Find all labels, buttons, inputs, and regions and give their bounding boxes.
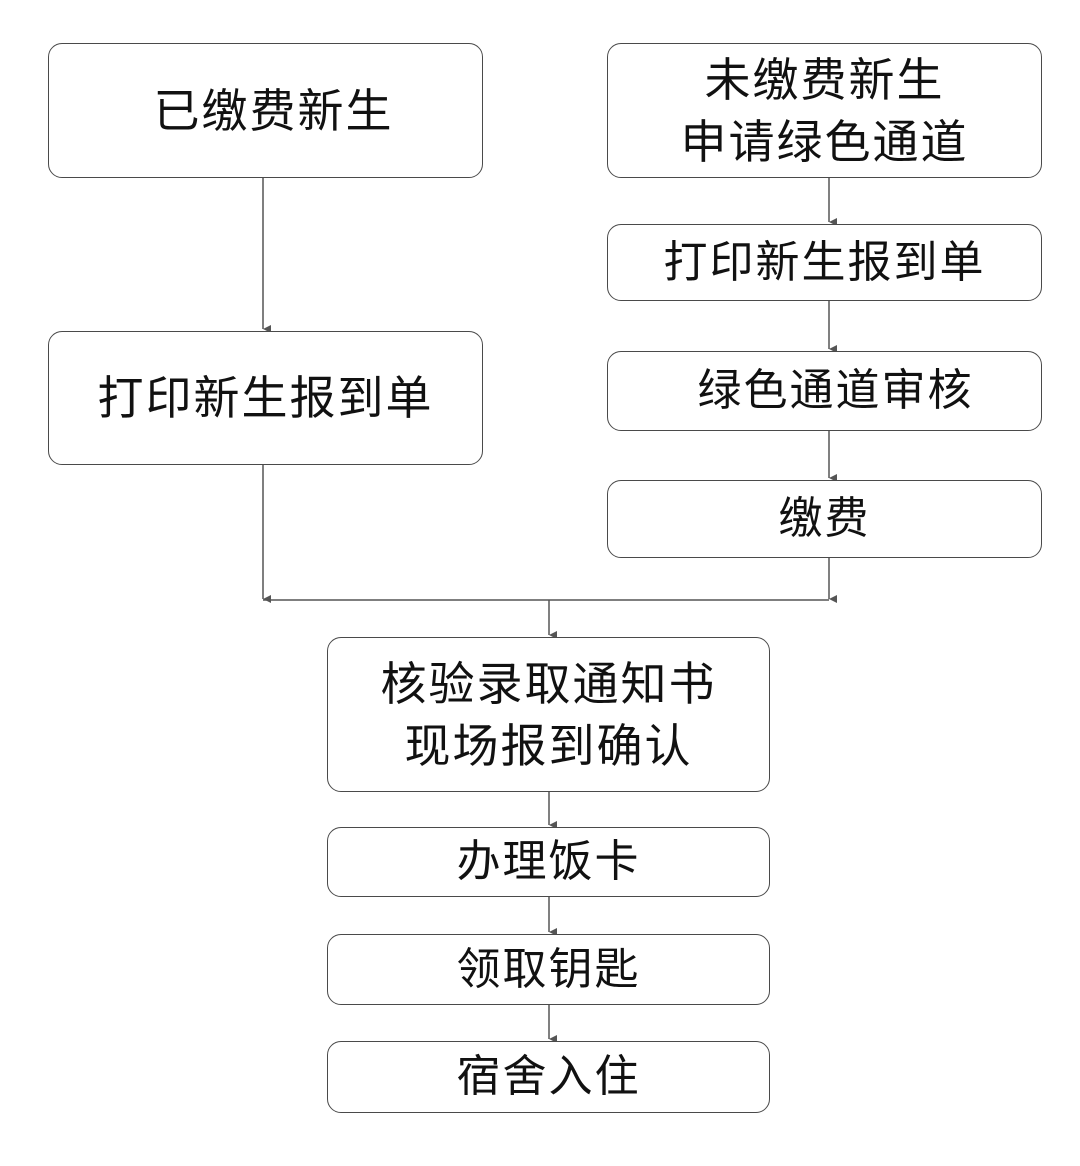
node-print-registration-form-left-label: 打印新生报到单 (97, 371, 434, 425)
node-verify-admission-notice-line2: 现场报到确认 (404, 718, 693, 773)
node-green-channel-review-label: 绿色通道审核 (697, 365, 974, 416)
node-meal-card-label: 办理饭卡 (456, 836, 641, 887)
node-verify-admission-notice: 核验录取通知书 现场报到确认 (327, 637, 770, 792)
node-paid-new-student: 已缴费新生 (48, 43, 483, 178)
node-receive-keys: 领取钥匙 (327, 934, 770, 1005)
node-unpaid-new-student: 未缴费新生 申请绿色通道 (607, 43, 1042, 178)
node-print-registration-form-left: 打印新生报到单 (48, 331, 483, 465)
node-dorm-checkin-label: 宿舍入住 (456, 1051, 641, 1102)
node-receive-keys-label: 领取钥匙 (456, 943, 641, 995)
node-dorm-checkin: 宿舍入住 (327, 1041, 770, 1113)
node-pay-fee-label: 缴费 (778, 493, 871, 544)
node-pay-fee: 缴费 (607, 480, 1042, 558)
node-paid-new-student-label: 已缴费新生 (153, 83, 394, 138)
node-print-registration-form-right: 打印新生报到单 (607, 224, 1042, 301)
node-verify-admission-notice-line1: 核验录取通知书 (380, 656, 717, 711)
node-print-registration-form-right-label: 打印新生报到单 (663, 236, 986, 288)
node-unpaid-new-student-line2: 申请绿色通道 (680, 114, 969, 169)
node-unpaid-new-student-line1: 未缴费新生 (704, 52, 945, 107)
node-meal-card: 办理饭卡 (327, 827, 770, 897)
node-green-channel-review: 绿色通道审核 (607, 351, 1042, 431)
